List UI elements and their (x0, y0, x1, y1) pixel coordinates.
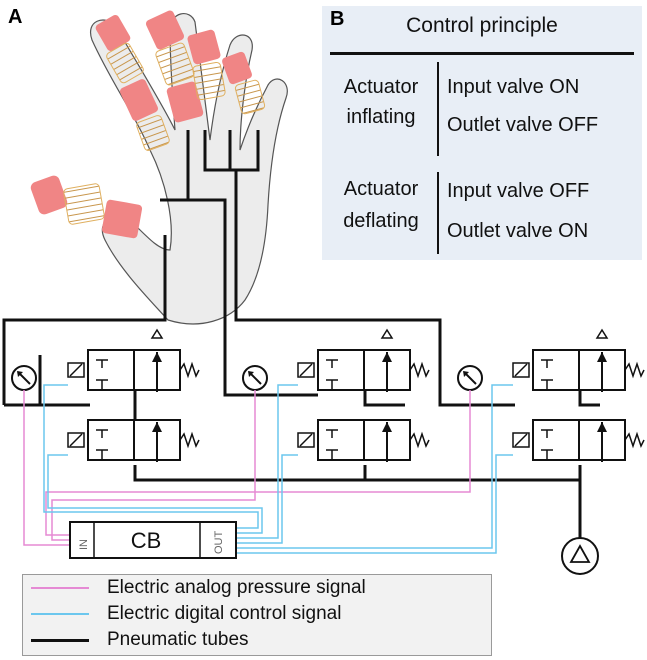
controller-out-label: OUT (213, 531, 225, 555)
legend-text-digital: Electric digital control signal (107, 603, 342, 624)
outlet-valve-3 (512, 349, 645, 393)
state-deflating-name-line1: Actuator (343, 178, 419, 200)
pressure-sensor-2 (242, 365, 268, 391)
input-valve-3 (512, 419, 645, 463)
legend-text-analog: Electric analog pressure signal (107, 577, 366, 598)
outlet-valve-1 (67, 349, 200, 393)
analog-signal-wires (23, 390, 471, 546)
controller-in-label: IN (78, 539, 90, 550)
state-inflating-input: Input valve ON (447, 76, 580, 98)
control-principle-title: Control principle (406, 14, 558, 37)
digital-signal-wires (43, 384, 513, 554)
legend-swatch-analog (31, 587, 89, 589)
pneumatic-tubes (2, 130, 600, 540)
state-divider (437, 62, 439, 156)
controller-label: CB (131, 528, 162, 553)
finger-actuators (30, 10, 266, 239)
state-deflating-outlet: Outlet valve ON (447, 220, 589, 242)
state-deflating-name-line2: deflating (343, 210, 419, 232)
panel-label-b: B (330, 8, 345, 30)
state-divider (437, 172, 439, 254)
control-principle-panel: Control principle Actuator inflating Inp… (322, 6, 642, 260)
panel-label-a: A (8, 6, 23, 28)
legend: Electric analog pressure signal Electric… (22, 574, 492, 656)
state-inflating-name-line2: inflating (346, 106, 416, 128)
state-inflating-outlet: Outlet valve OFF (447, 114, 599, 136)
exhaust-ports (150, 328, 609, 339)
pressure-sensor-1 (11, 365, 37, 391)
state-inflating-name-line1: Actuator (343, 76, 419, 98)
legend-swatch-digital (31, 613, 89, 615)
title-divider (330, 52, 634, 55)
air-pump (561, 537, 599, 575)
legend-text-tubes: Pneumatic tubes (107, 629, 249, 650)
controller-board: CB IN OUT (69, 521, 237, 559)
input-valve-2 (297, 419, 430, 463)
outlet-valve-2 (297, 349, 430, 393)
input-valve-1 (67, 419, 200, 463)
pressure-sensor-3 (457, 365, 483, 391)
state-deflating-input: Input valve OFF (447, 180, 590, 202)
legend-swatch-tubes (31, 639, 89, 642)
